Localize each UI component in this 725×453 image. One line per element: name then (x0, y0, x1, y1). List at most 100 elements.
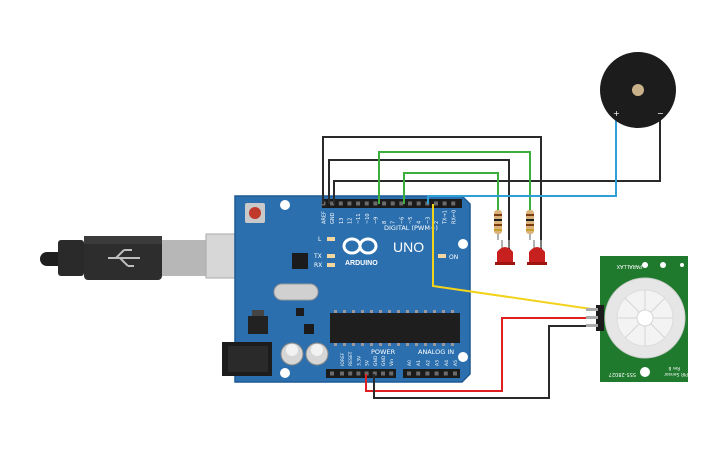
digital-pin-label: 7 (391, 221, 397, 224)
digital-pin-label: 8 (382, 221, 388, 224)
buzzer-plus-label: + (613, 109, 620, 118)
digital-pin (338, 201, 343, 206)
digital-pin (347, 201, 352, 206)
power-pin-label: RESET (348, 351, 354, 366)
capacitors (280, 342, 329, 366)
resistor-1 (494, 210, 502, 240)
analog-header (403, 369, 460, 378)
power-pin (389, 371, 394, 376)
power-pin (381, 371, 385, 376)
power-label: POWER (371, 348, 396, 356)
label-l: L (318, 236, 322, 243)
digital-pin-label: ~5 (408, 217, 414, 224)
digital-pin-label: 4 (417, 221, 423, 224)
digital-pin-label: TX→1 (443, 210, 449, 225)
arduino-logo-icon (342, 237, 378, 255)
digital-pin-label: 13 (339, 218, 345, 224)
digital-pin (442, 201, 447, 206)
digital-pin-label: ~6 (399, 217, 405, 224)
led-2 (527, 240, 547, 265)
power-pin-label: 3.3V (356, 355, 362, 366)
dc-power-jack (222, 342, 272, 376)
power-pin (372, 371, 377, 376)
pir-label-rev: Rev B (668, 366, 680, 371)
analog-pin-label: A5 (453, 360, 459, 366)
analog-pin-label: A0 (407, 360, 413, 366)
power-pin (348, 371, 353, 376)
digital-pin (451, 201, 456, 206)
power-pin-label: GND (381, 355, 387, 366)
analog-pin-label: A4 (444, 360, 450, 366)
power-pin (340, 371, 344, 376)
power-pin (364, 371, 369, 376)
led-tx (327, 254, 335, 258)
wire-pin3-buzzer (427, 120, 617, 204)
pir-label-top: PARALLAX (616, 263, 642, 269)
wire-5v-pir (365, 317, 598, 392)
digital-pin (330, 201, 335, 206)
pir-label-side: PIR Sensor (664, 371, 688, 377)
digital-pin-label: ~9 (373, 217, 379, 224)
analog-pin (443, 371, 448, 376)
analog-pin-label: A1 (416, 360, 422, 366)
digital-pin (416, 201, 421, 206)
wire-gnd-led1 (328, 159, 510, 264)
digital-pin-label: GND (330, 212, 336, 224)
label-on: ON (449, 254, 458, 261)
piezo-buzzer: + − (600, 52, 676, 128)
digital-pin-label: 2 (434, 221, 440, 224)
digital-pin-label: ~11 (356, 213, 362, 224)
power-pin (330, 371, 334, 376)
led-1 (495, 240, 515, 265)
usb-cable (40, 233, 269, 280)
wires (322, 120, 661, 399)
pir-dome (604, 277, 686, 359)
power-header (326, 369, 396, 378)
brand-label: ARDUINO (345, 260, 378, 267)
atmega-chip (330, 310, 460, 346)
model-label: UNO (393, 239, 424, 255)
digital-pin-label: AREF (322, 211, 328, 224)
digital-pin (364, 201, 369, 206)
label-tx: TX (313, 253, 322, 260)
digital-pin (390, 201, 395, 206)
analog-pin (407, 371, 411, 376)
analog-pin (453, 371, 457, 376)
resistor-2 (526, 210, 534, 240)
analog-pin (425, 371, 430, 376)
wire-gnd-led2 (322, 136, 542, 264)
wire-pin6-led1 (403, 172, 499, 212)
wire-pin8-led2 (378, 151, 531, 212)
voltage-regulator (248, 316, 268, 334)
digital-pin (356, 201, 361, 206)
pir-label-bottom: 555-28027 (609, 371, 636, 377)
digital-pin (382, 201, 387, 206)
digital-pin-label: RX←0 (451, 210, 457, 224)
wire-pin2-pir (432, 204, 599, 311)
label-rx: RX (314, 262, 322, 269)
digital-pin (399, 201, 404, 206)
crystal (273, 283, 319, 301)
led-rx (327, 263, 335, 267)
digital-pin-label: 12 (347, 218, 353, 224)
digital-pin (373, 201, 378, 206)
analog-pin-label: A3 (435, 360, 441, 366)
buzzer-minus-label: − (657, 109, 664, 118)
power-pin-label: IOREF (340, 352, 346, 366)
power-pin-label: 5V (365, 359, 371, 366)
analog-label: ANALOG IN (418, 348, 454, 356)
analog-pin (416, 371, 421, 376)
digital-pin-label: ~10 (365, 213, 371, 224)
analog-pin-label: A2 (425, 360, 431, 366)
digital-label: DIGITAL (PWM~) (384, 224, 438, 232)
digital-pin-label: ~3 (425, 217, 431, 224)
power-pin-label: Vin (389, 359, 395, 366)
power-pin-label: GND (373, 355, 379, 366)
wire-gnd-pir (373, 325, 598, 399)
reset-button[interactable] (245, 203, 265, 223)
led-l (327, 237, 335, 241)
digital-pin (408, 201, 412, 206)
